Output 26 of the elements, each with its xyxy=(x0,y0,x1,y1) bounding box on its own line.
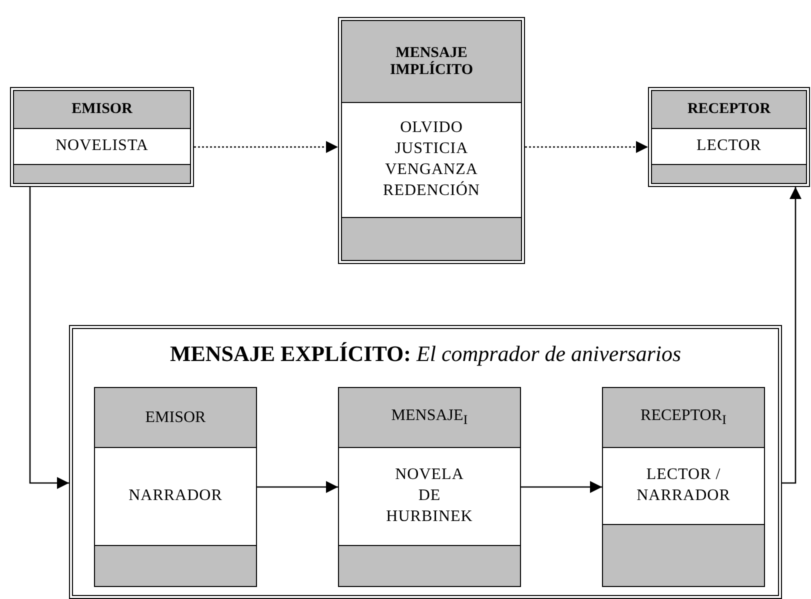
group-title: MENSAJE EXPLÍCITO: El comprador de aniversarios xyxy=(170,341,682,366)
communication-box xyxy=(602,387,765,587)
communication-box xyxy=(648,87,810,187)
box-body-text: NOVELISTA xyxy=(56,136,148,156)
box-body-text: LECTOR / NARRADOR xyxy=(636,465,732,506)
box-body-text: NOVELA DE HURBINEK xyxy=(386,465,473,527)
box-heading: EMISOR xyxy=(145,408,206,426)
box-body-text: OLVIDO JUSTICIA VENGANZA REDENCIÓN xyxy=(383,118,480,201)
box-heading: RECEPTOR xyxy=(687,101,771,118)
communication-box xyxy=(10,87,194,187)
arrow xyxy=(782,187,802,484)
box-heading: EMISOR xyxy=(72,101,132,118)
box-body-text: LECTOR xyxy=(696,136,762,156)
group-frame xyxy=(69,325,782,599)
dotted-arrow xyxy=(525,141,648,153)
arrow xyxy=(521,481,602,493)
dotted-arrow xyxy=(194,141,338,153)
box-body-text: NARRADOR xyxy=(128,486,222,506)
communication-box xyxy=(338,387,521,587)
communication-box xyxy=(94,387,257,587)
box-heading: RECEPTOR$_{I}$ xyxy=(640,406,726,428)
arrow xyxy=(29,187,69,489)
communication-box xyxy=(338,17,525,264)
arrow xyxy=(257,481,338,493)
box-heading: MENSAJE$_{I}$ xyxy=(391,406,468,428)
box-heading: MENSAJE IMPLÍCITO xyxy=(390,44,474,78)
